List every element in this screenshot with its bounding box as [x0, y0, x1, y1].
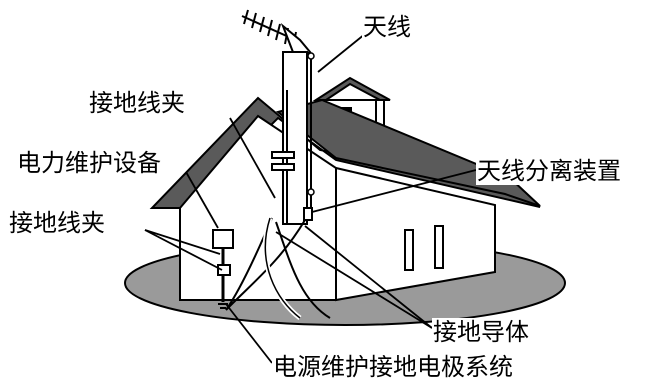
- house-side-wall: [335, 166, 496, 302]
- side-window-1: [404, 229, 414, 271]
- grounding-clamp-box-left: [217, 264, 231, 276]
- power-service-box: [212, 229, 234, 249]
- power-service-equipment-label: 电力维护设备: [16, 149, 162, 177]
- roof-right: [275, 98, 541, 207]
- antenna-discharge-unit: [303, 207, 313, 221]
- side-window-2: [434, 225, 444, 269]
- leader-lines: [144, 33, 477, 364]
- mast-bracket-1: [271, 151, 295, 159]
- grounding-conductor-label: 接地导体: [432, 318, 530, 346]
- ground-electrode-icon: [216, 288, 230, 309]
- antenna-icon: [241, 9, 312, 62]
- mast-bracket-2: [271, 163, 295, 171]
- antenna-discharge-unit-label: 天线分离装置: [476, 157, 622, 185]
- grounding-clamp-label-left: 接地线夹: [8, 209, 106, 237]
- antenna-label: 天线: [362, 13, 412, 41]
- grounding-electrode-system-label: 电源维护接地电极系统: [272, 353, 514, 381]
- grounding-clamp-label-top: 接地线夹: [88, 89, 186, 117]
